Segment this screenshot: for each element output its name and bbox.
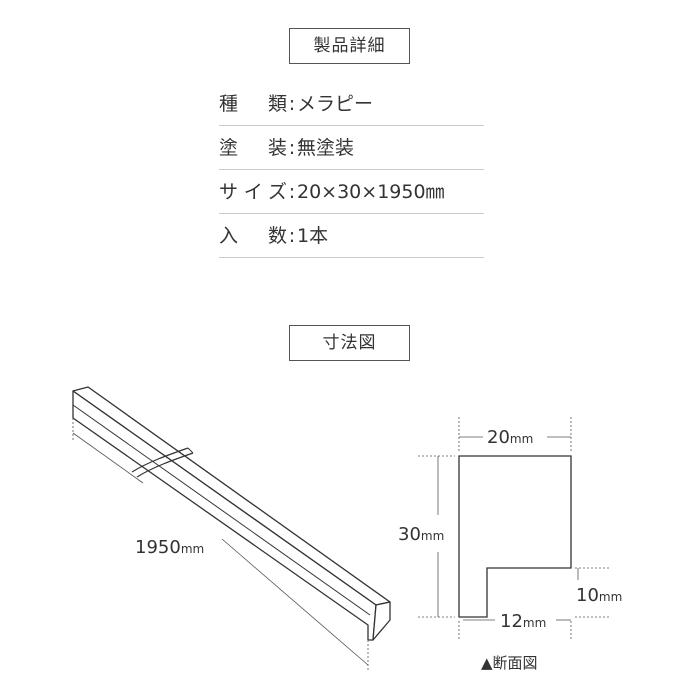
bar-end-face bbox=[372, 601, 391, 641]
bar-side-face bbox=[72, 390, 377, 641]
length-dimension bbox=[72, 418, 369, 672]
bottom-width-value: 12 bbox=[500, 611, 523, 632]
bar-top-face bbox=[72, 386, 391, 606]
section-height-value: 30 bbox=[398, 524, 421, 545]
bottom-width-unit: mm bbox=[523, 616, 546, 630]
spec-row-type: 種類:メラピー bbox=[219, 82, 484, 126]
cross-section-shape bbox=[458, 455, 572, 618]
spec-separator: : bbox=[288, 181, 296, 203]
break-mark bbox=[136, 452, 194, 478]
length-label: 1950mm bbox=[135, 537, 204, 558]
cross-section-drawing bbox=[458, 455, 572, 618]
length-unit: mm bbox=[181, 542, 204, 556]
lip-height-value: 10 bbox=[576, 585, 599, 606]
break-mark bbox=[187, 447, 194, 454]
spec-label-type: 種類 bbox=[219, 93, 287, 115]
bottom-width-label: 12mm bbox=[500, 611, 546, 632]
section-dimension-lines bbox=[418, 417, 610, 640]
lip-height-unit: mm bbox=[599, 590, 622, 604]
spec-separator: : bbox=[288, 225, 296, 247]
length-value: 1950 bbox=[135, 537, 181, 558]
section-width-label: 20mm bbox=[487, 427, 533, 448]
spec-label-size: サイズ bbox=[219, 181, 287, 203]
spec-value-finish: 無塗装 bbox=[297, 137, 355, 159]
dimension-diagram-title: 寸法図 bbox=[289, 325, 410, 361]
bar-edge bbox=[72, 404, 371, 616]
spec-value-quantity: 1本 bbox=[297, 225, 329, 247]
spec-value-size: 20×30×1950㎜ bbox=[297, 181, 445, 203]
spec-label-finish: 塗装 bbox=[219, 137, 287, 159]
spec-separator: : bbox=[288, 93, 296, 115]
section-height-label: 30mm bbox=[398, 524, 444, 545]
section-height-unit: mm bbox=[421, 529, 444, 543]
spec-separator: : bbox=[288, 137, 296, 159]
spec-row-finish: 塗装:無塗装 bbox=[219, 126, 484, 170]
moulding-bar-drawing bbox=[72, 386, 391, 641]
section-width-value: 20 bbox=[487, 427, 510, 448]
spec-row-size: サイズ:20×30×1950㎜ bbox=[219, 170, 484, 214]
spec-value-type: メラピー bbox=[297, 93, 374, 115]
spec-label-quantity: 入数 bbox=[219, 225, 287, 247]
spec-row-quantity: 入数:1本 bbox=[219, 214, 484, 258]
product-details-title: 製品詳細 bbox=[289, 28, 410, 64]
break-mark bbox=[131, 447, 189, 473]
section-width-unit: mm bbox=[510, 432, 533, 446]
cross-section-caption: ▲断面図 bbox=[481, 654, 538, 672]
lip-height-label: 10mm bbox=[576, 585, 622, 606]
